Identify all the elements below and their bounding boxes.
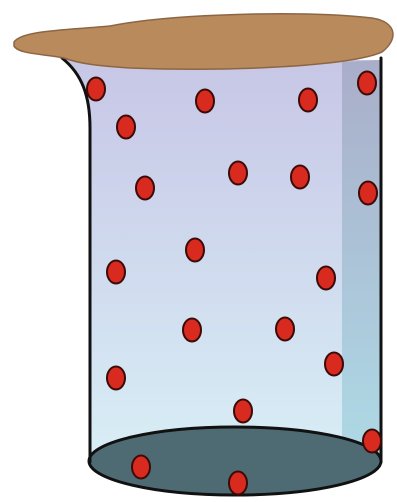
particle: [87, 78, 105, 101]
particle: [183, 319, 201, 342]
particle: [107, 367, 125, 390]
particle: [107, 261, 125, 284]
particle: [117, 116, 135, 139]
particle: [363, 430, 381, 453]
particle: [229, 162, 247, 185]
particle: [229, 472, 247, 495]
beaker-lid: [14, 14, 393, 69]
beaker-body: [62, 58, 380, 460]
particle: [136, 177, 154, 200]
particle: [299, 89, 317, 112]
beaker-right-shade: [342, 60, 380, 456]
particle: [276, 318, 294, 341]
particle: [132, 456, 150, 479]
particle: [234, 400, 252, 423]
particle: [291, 166, 309, 189]
particle: [358, 72, 376, 95]
beaker-left-wall: [62, 58, 90, 462]
particle: [359, 182, 377, 205]
particle: [196, 90, 214, 113]
particle: [317, 267, 335, 290]
particle: [186, 239, 204, 262]
particle: [325, 353, 343, 376]
